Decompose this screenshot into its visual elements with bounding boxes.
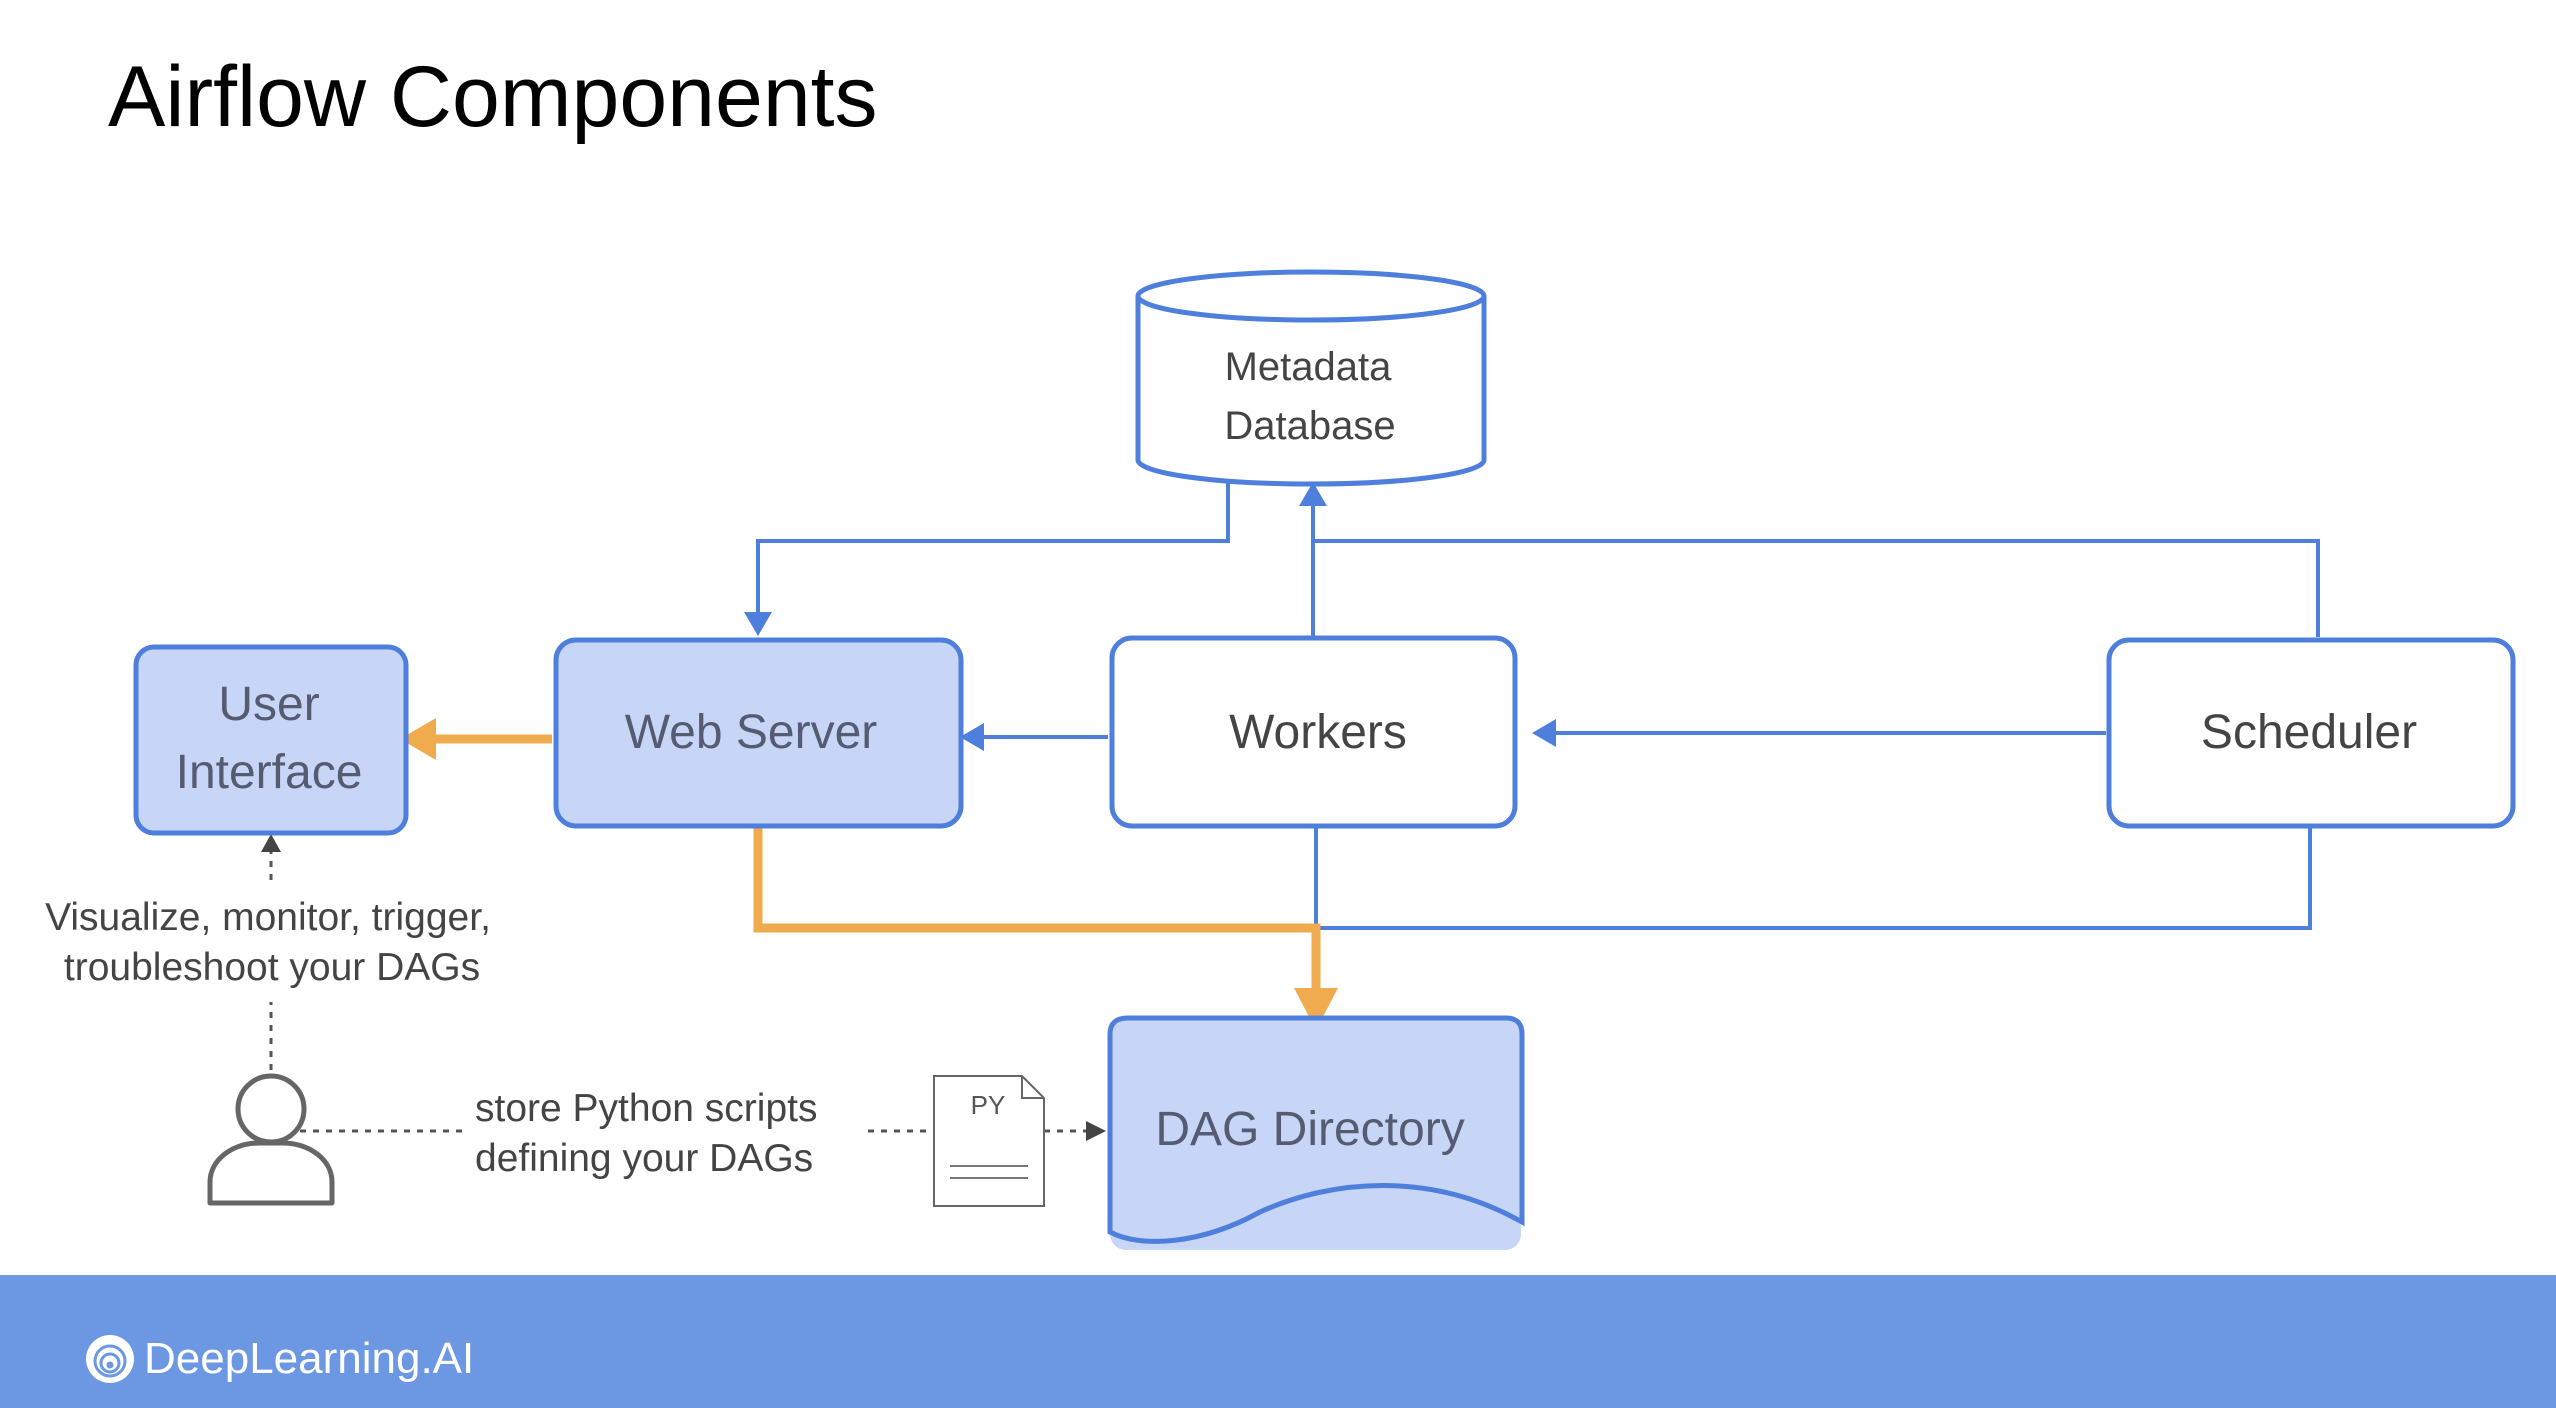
- python-file-icon: PY: [933, 1075, 1045, 1207]
- ui-dotted-arrowhead: [261, 834, 281, 852]
- workers-scheduler-to-dag-connector: [1314, 827, 2312, 930]
- metadata-db-label-line1: Metadata: [1225, 345, 1393, 389]
- airflow-diagram: Metadata Database User Interface Web Ser…: [45, 269, 2516, 1250]
- user-interface-node: User Interface: [133, 644, 409, 836]
- deeplearning-logo-icon: [86, 1335, 134, 1383]
- py-file-label: PY: [971, 1090, 1006, 1120]
- dag-directory-node: DAG Directory: [1107, 1015, 1525, 1250]
- webserver-left-arrowhead: [960, 723, 984, 751]
- person-icon: [207, 1073, 335, 1206]
- scheduler-to-db-connector: [1313, 539, 2320, 637]
- dag-arrowhead: [1294, 988, 1338, 1030]
- workers-arrowhead: [1532, 719, 1556, 747]
- ui-label-line2: Interface: [176, 746, 363, 799]
- store-note-line2: defining your DAGs: [475, 1137, 813, 1180]
- workers-node: Workers: [1109, 635, 1518, 829]
- workers-label: Workers: [1229, 706, 1407, 759]
- db-to-webserver-connector: [756, 483, 1230, 615]
- ui-arrowhead: [400, 718, 436, 760]
- ui-note-line2: troubleshoot your DAGs: [64, 946, 480, 989]
- db-arrowhead: [1299, 482, 1327, 506]
- webserver-to-dag-connector: [753, 827, 1321, 992]
- footer-bar: [0, 1275, 2556, 1408]
- metadata-database-node: Metadata Database: [1135, 269, 1487, 487]
- dag-directory-label: DAG Directory: [1155, 1103, 1464, 1156]
- page-title: Airflow Components: [108, 49, 878, 145]
- ui-label-line1: User: [218, 678, 319, 731]
- web-server-label: Web Server: [625, 706, 878, 759]
- scheduler-node: Scheduler: [2106, 637, 2516, 829]
- store-note-line1: store Python scripts: [475, 1087, 817, 1130]
- dag-dotted-arrowhead: [1086, 1121, 1106, 1141]
- ui-note-line1: Visualize, monitor, trigger,: [45, 896, 491, 939]
- metadata-db-label-line2: Database: [1224, 404, 1395, 448]
- footer-logo: DeepLearning.AI: [84, 1326, 474, 1392]
- webserver-arrowhead: [744, 612, 772, 636]
- web-server-node: Web Server: [553, 637, 964, 829]
- scheduler-label: Scheduler: [2201, 706, 2417, 759]
- footer-brand: DeepLearning.AI: [144, 1334, 475, 1383]
